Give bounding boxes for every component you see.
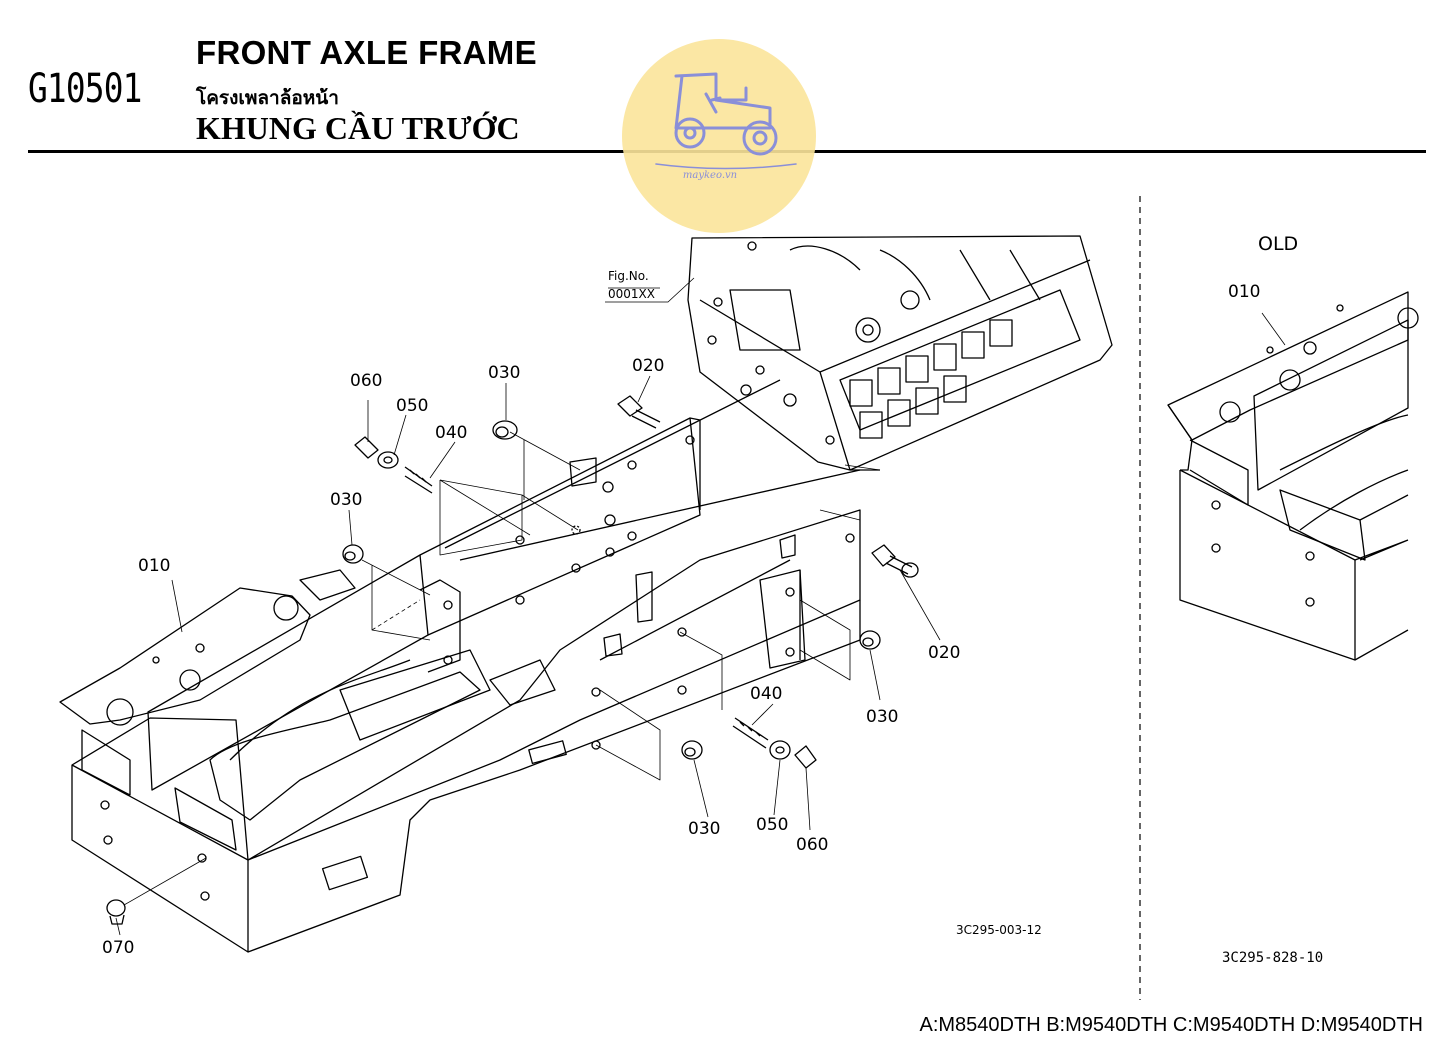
label-020-top: 020 [632,356,664,376]
frame-upper-plate [419,379,861,661]
bolt-020-top [617,395,661,429]
tractor-icon [655,72,797,170]
old-panel-title: OLD [1258,233,1298,255]
fig-no-value: 0001XX [608,287,655,301]
label-030-left: 030 [330,490,362,510]
plug-070 [106,899,126,925]
collar-030-bottom [681,740,703,760]
title-vietnamese: KHUNG CẦU TRƯỚC [196,110,520,146]
title-english: FRONT AXLE FRAME [196,34,537,71]
label-010-old: 010 [1228,282,1260,302]
drawing-ref-old: 3C295-828-10 [1222,950,1323,966]
label-030-bottom: 030 [688,819,720,839]
watermark-text: maykeo.vn [683,170,737,181]
leader-lines [115,277,941,936]
label-070: 070 [102,938,134,958]
fig-no-label: Fig.No. [608,269,649,283]
label-020-right: 020 [928,643,960,663]
old-frame-drawing [1167,291,1419,661]
engine-block-drawing [687,235,1113,471]
label-030-right: 030 [866,707,898,727]
nut-washer-stud-top [354,436,433,494]
bolt-020-right [871,544,919,578]
label-010: 010 [138,556,170,576]
label-040-bottom: 040 [750,684,782,704]
collar-030-top [492,420,518,440]
collar-030-right [859,630,881,650]
page-code: G10501 [28,66,142,112]
collar-030-left [342,544,364,564]
label-030-top: 030 [488,363,520,383]
nut-washer-stud-bottom [732,717,817,769]
label-050-bottom: 050 [756,815,788,835]
label-060-top: 060 [350,371,382,391]
label-060-bottom: 060 [796,835,828,855]
footer-model-list: A:M8540DTH B:M9540DTH C:M9540DTH D:M9540… [919,1014,1424,1036]
title-thai: โครงเพลาล้อหน้า [196,87,339,109]
label-040-top: 040 [435,423,467,443]
label-050-top: 050 [396,396,428,416]
drawing-ref-main: 3C295-003-12 [956,923,1042,937]
watermark-logo: maykeo.vn [622,39,816,233]
